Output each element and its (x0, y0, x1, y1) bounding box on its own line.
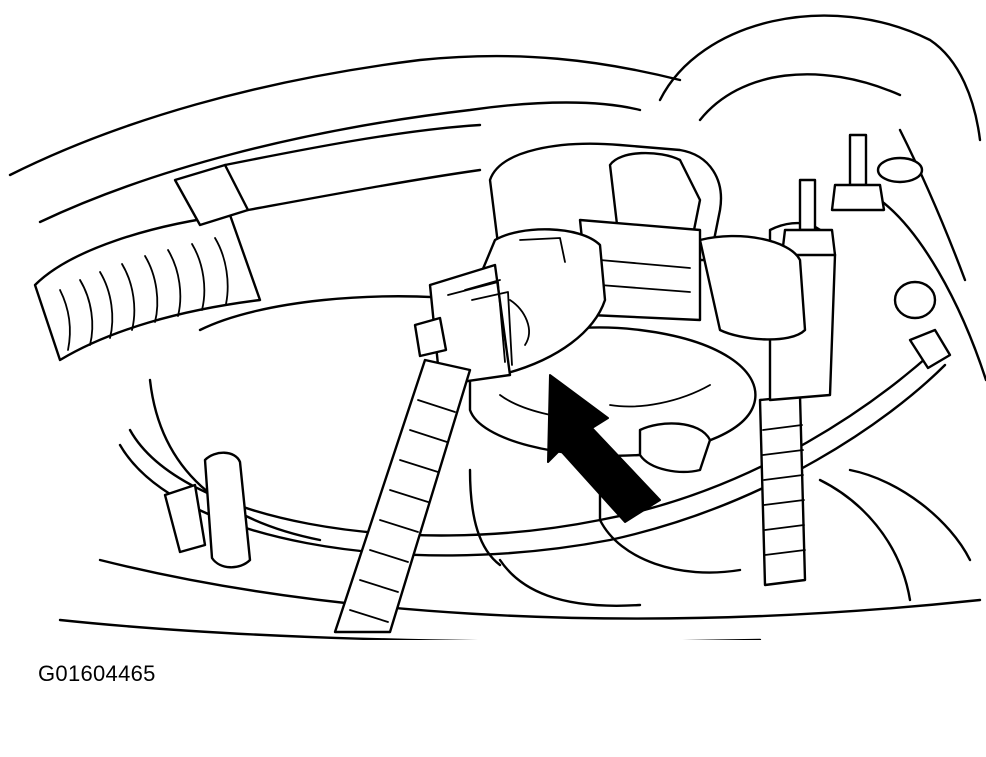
corrugated-harness (33, 123, 482, 362)
electrical-connector (413, 228, 607, 387)
engine-illustration (8, 14, 986, 640)
lower-left-fitting (163, 451, 252, 569)
engine-bay-outline (8, 14, 986, 640)
figure-id: G01604465 (38, 661, 156, 686)
wiring-harness (333, 358, 472, 634)
arrow-icon (547, 374, 661, 523)
